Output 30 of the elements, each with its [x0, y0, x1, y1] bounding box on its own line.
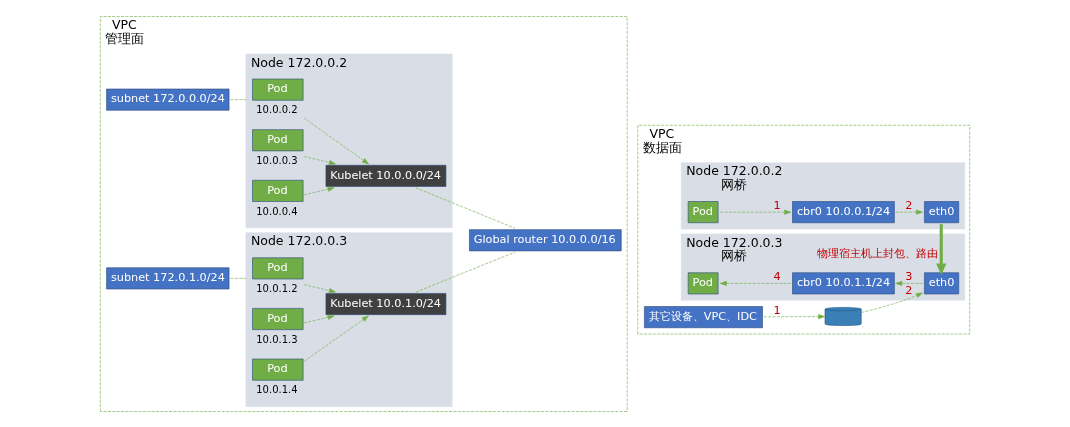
node-label: 10.0.0.2	[256, 103, 298, 115]
arrow	[861, 292, 923, 313]
arrow	[895, 209, 923, 215]
node-label: 10.0.0.4	[256, 205, 298, 216]
connector	[415, 186, 516, 229]
edge-label: 1	[773, 303, 781, 317]
connector	[230, 277, 247, 279]
arrow	[303, 186, 335, 195]
arrow	[895, 280, 923, 286]
edge-label: 2	[905, 283, 913, 297]
arrow	[719, 209, 792, 215]
arrow	[303, 117, 369, 164]
connector	[230, 98, 247, 100]
edge-label: 4	[773, 269, 781, 283]
arrow	[303, 283, 336, 293]
edge-label: 物理宿主机上封包、路由	[816, 246, 938, 260]
arrow	[719, 280, 792, 286]
arrow	[303, 155, 336, 165]
arrow	[303, 314, 335, 323]
node-label: 10.0.1.2	[256, 282, 298, 294]
arrow	[936, 223, 947, 275]
arrow	[763, 313, 826, 319]
edge-label: 3	[905, 269, 913, 283]
node-label: 10.0.1.3	[256, 333, 298, 345]
node-label: 10.0.0.3	[256, 154, 298, 166]
arrow	[303, 315, 369, 362]
edge-label: 1	[773, 198, 781, 212]
node-label: 10.0.1.4	[256, 383, 298, 395]
edge-label: 2	[905, 198, 913, 212]
connector	[415, 251, 516, 292]
